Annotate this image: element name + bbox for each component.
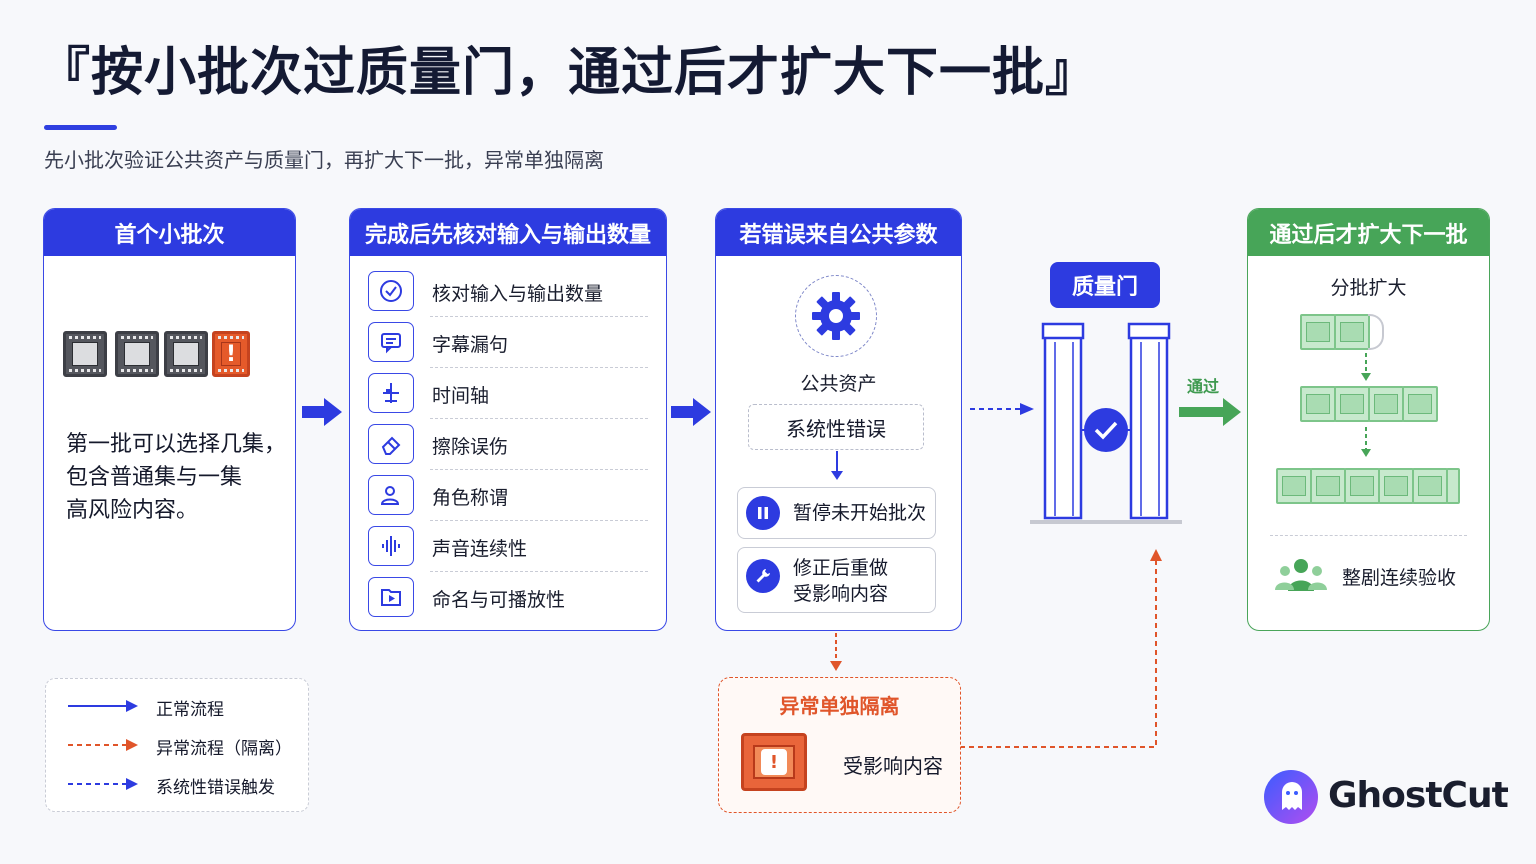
- checklist-item: 字幕漏句: [368, 318, 648, 368]
- checklist-item: 命名与可播放性: [368, 573, 648, 623]
- checklist-label: 核对输入与输出数量: [432, 283, 604, 305]
- green-film-icon: [1300, 386, 1336, 422]
- legend: 正常流程 异常流程（隔离） 系统性错误触发: [45, 678, 309, 812]
- film-curl-icon: [1368, 314, 1384, 350]
- dashed-orange-arrow-icon: [68, 739, 138, 751]
- solid-arrow-icon: [68, 700, 138, 712]
- step4-title: 通过后才扩大下一批: [1248, 209, 1489, 256]
- down-arrow-icon: [831, 451, 843, 480]
- green-film-icon: [1446, 468, 1460, 504]
- green-film-icon: [1310, 468, 1346, 504]
- exception-return-arrow: [960, 549, 1162, 748]
- exception-box: 异常单独隔离 ! 受影响内容: [718, 677, 961, 813]
- step2-title: 完成后先核对输入与输出数量: [350, 209, 666, 256]
- green-film-icon: [1276, 468, 1312, 504]
- legend-item: 异常流程（隔离）: [68, 736, 298, 759]
- checklist-label: 命名与可播放性: [432, 589, 566, 611]
- down-arrow-icon: [1361, 353, 1371, 381]
- person-icon: [368, 475, 414, 515]
- checklist-item: 角色称谓: [368, 471, 648, 521]
- folder-play-icon: [368, 577, 414, 617]
- step1-title: 首个小批次: [44, 209, 295, 256]
- systemic-trigger-arrow: [970, 403, 1034, 415]
- fix-redo-line2: 受影响内容: [793, 583, 889, 605]
- isolated-film-icon: !: [741, 733, 807, 791]
- green-film-icon: [1368, 386, 1404, 422]
- exception-text: 受影响内容: [843, 754, 943, 778]
- green-film-icon: [1300, 314, 1336, 350]
- eraser-icon: [368, 424, 414, 464]
- timeline-icon: [368, 373, 414, 413]
- checklist-item: 时间轴: [368, 369, 648, 419]
- ghostcut-logo-icon: [1264, 770, 1318, 824]
- checklist-item: 擦除误伤: [368, 420, 648, 470]
- legend-label: 系统性错误触发: [156, 778, 275, 798]
- exception-down-arrow: [830, 633, 842, 671]
- green-film-icon: [1378, 468, 1414, 504]
- legend-label: 正常流程: [156, 700, 224, 720]
- checklist-label: 时间轴: [432, 385, 490, 407]
- step3-card: 若错误来自公共参数 公共资产 系统性错误 暂停未开始批次: [715, 208, 962, 631]
- checklist-label: 声音连续性: [432, 538, 528, 560]
- batch-expand-label: 分批扩大: [1330, 277, 1407, 299]
- group-icon: [1275, 559, 1327, 591]
- down-arrow-icon: [1361, 427, 1371, 457]
- page-title: 『按小批次过质量门，通过后才扩大下一批』: [38, 43, 1099, 103]
- pass-label: 通过: [1187, 377, 1220, 396]
- check-circle-icon: [368, 271, 414, 311]
- film-frame-icon: [63, 331, 107, 377]
- step1-text-line: 第一批可以选择几集，: [66, 432, 287, 457]
- legend-item: 系统性错误触发: [68, 775, 298, 798]
- systemic-error-box: 系统性错误: [748, 404, 924, 450]
- checklist-label: 字幕漏句: [432, 334, 509, 356]
- step1-description: 第一批可以选择几集， 包含普通集与一集 高风险内容。: [66, 428, 286, 527]
- step1-card: 首个小批次: [43, 208, 296, 631]
- exception-title: 异常单独隔离: [779, 694, 900, 718]
- green-film-icon: [1334, 386, 1370, 422]
- divider: [1270, 535, 1467, 536]
- green-film-icon: [1402, 386, 1438, 422]
- pause-batch-label: 暂停未开始批次: [793, 502, 927, 524]
- green-film-icon: [1334, 314, 1370, 350]
- quality-gate-icon: [1030, 322, 1182, 524]
- step3-title: 若错误来自公共参数: [716, 209, 961, 256]
- legend-item: 正常流程: [68, 697, 298, 720]
- dashed-blue-arrow-icon: [68, 778, 138, 790]
- green-film-icon: [1344, 468, 1380, 504]
- waveform-icon: [368, 526, 414, 566]
- brand-name: GhostCut: [1328, 775, 1509, 816]
- public-asset-label: 公共资产: [800, 373, 877, 395]
- page-subtitle: 先小批次验证公共资产与质量门，再扩大下一批，异常单独隔离: [44, 148, 604, 172]
- green-film-icon: [1412, 468, 1448, 504]
- checklist-item: 声音连续性: [368, 522, 648, 572]
- pause-icon: [746, 496, 780, 530]
- checklist-label: 擦除误伤: [432, 436, 509, 458]
- step1-text-line: 包含普通集与一集: [66, 465, 243, 490]
- step4-card: 通过后才扩大下一批 分批扩大 整剧连续验收: [1247, 208, 1490, 631]
- step1-text-line: 高风险内容。: [66, 498, 199, 523]
- flow-arrow-icon: [671, 398, 711, 426]
- legend-label: 异常流程（隔离）: [156, 739, 292, 759]
- wrench-icon: [746, 559, 780, 593]
- film-frame-icon: [164, 331, 208, 377]
- step2-card: 完成后先核对输入与输出数量 核对输入与输出数量 字幕漏句 时间轴 擦除误伤 角色…: [349, 208, 667, 631]
- fix-redo-box: 修正后重做 受影响内容: [737, 547, 936, 613]
- final-acceptance-label: 整剧连续验收: [1342, 567, 1457, 589]
- checklist-label: 角色称谓: [432, 487, 509, 509]
- flow-arrow-icon: [302, 398, 342, 426]
- high-risk-film-icon: !: [212, 331, 250, 377]
- fix-redo-line1: 修正后重做: [793, 557, 889, 579]
- pause-batch-box: 暂停未开始批次: [737, 487, 936, 539]
- subtitle-icon: [368, 322, 414, 362]
- checklist-item: 核对输入与输出数量: [368, 267, 648, 317]
- film-frame-icon: [115, 331, 159, 377]
- quality-gate-label: 质量门: [1050, 262, 1160, 308]
- pass-arrow-icon: [1179, 398, 1241, 426]
- gear-icon: [795, 275, 877, 357]
- title-underline: [44, 125, 117, 130]
